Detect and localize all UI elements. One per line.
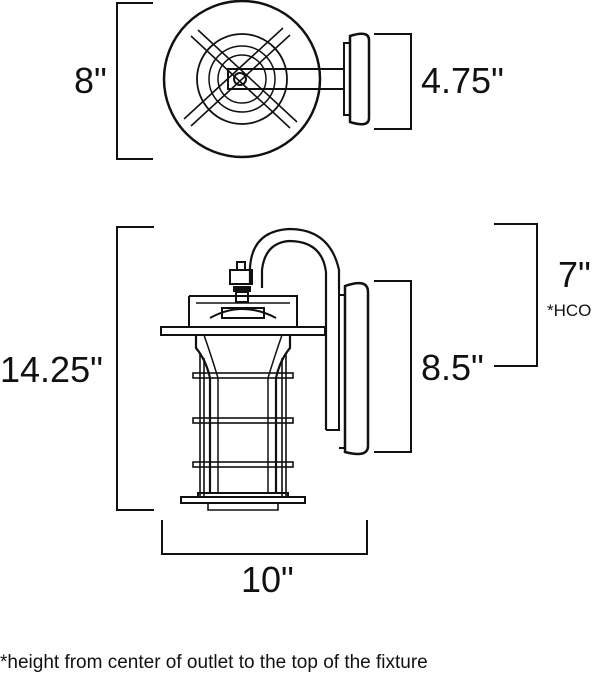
backplate-top-bracket — [374, 33, 412, 130]
hco-label: 7" — [558, 254, 591, 295]
backplate-side-bracket — [374, 280, 412, 453]
footnote: *height from center of outlet to the top… — [0, 652, 428, 673]
lantern-side-view — [160, 227, 370, 511]
overall-height-label: 14.25" — [0, 349, 103, 390]
side-view: 14.25" — [0, 223, 591, 600]
lantern-top-view — [162, 0, 371, 159]
top-height-bracket — [116, 2, 153, 160]
overall-height-bracket — [116, 226, 154, 511]
backplate-top-label: 4.75" — [421, 60, 504, 101]
width-bracket — [161, 520, 368, 555]
backplate-side-label: 8.5" — [421, 347, 484, 388]
top-height-label: 8" — [74, 60, 107, 101]
hco-note: *HCO — [547, 301, 591, 320]
hco-bracket — [494, 223, 538, 367]
top-view: 8" 4.75" — [74, 0, 504, 160]
width-label: 10" — [241, 559, 294, 600]
